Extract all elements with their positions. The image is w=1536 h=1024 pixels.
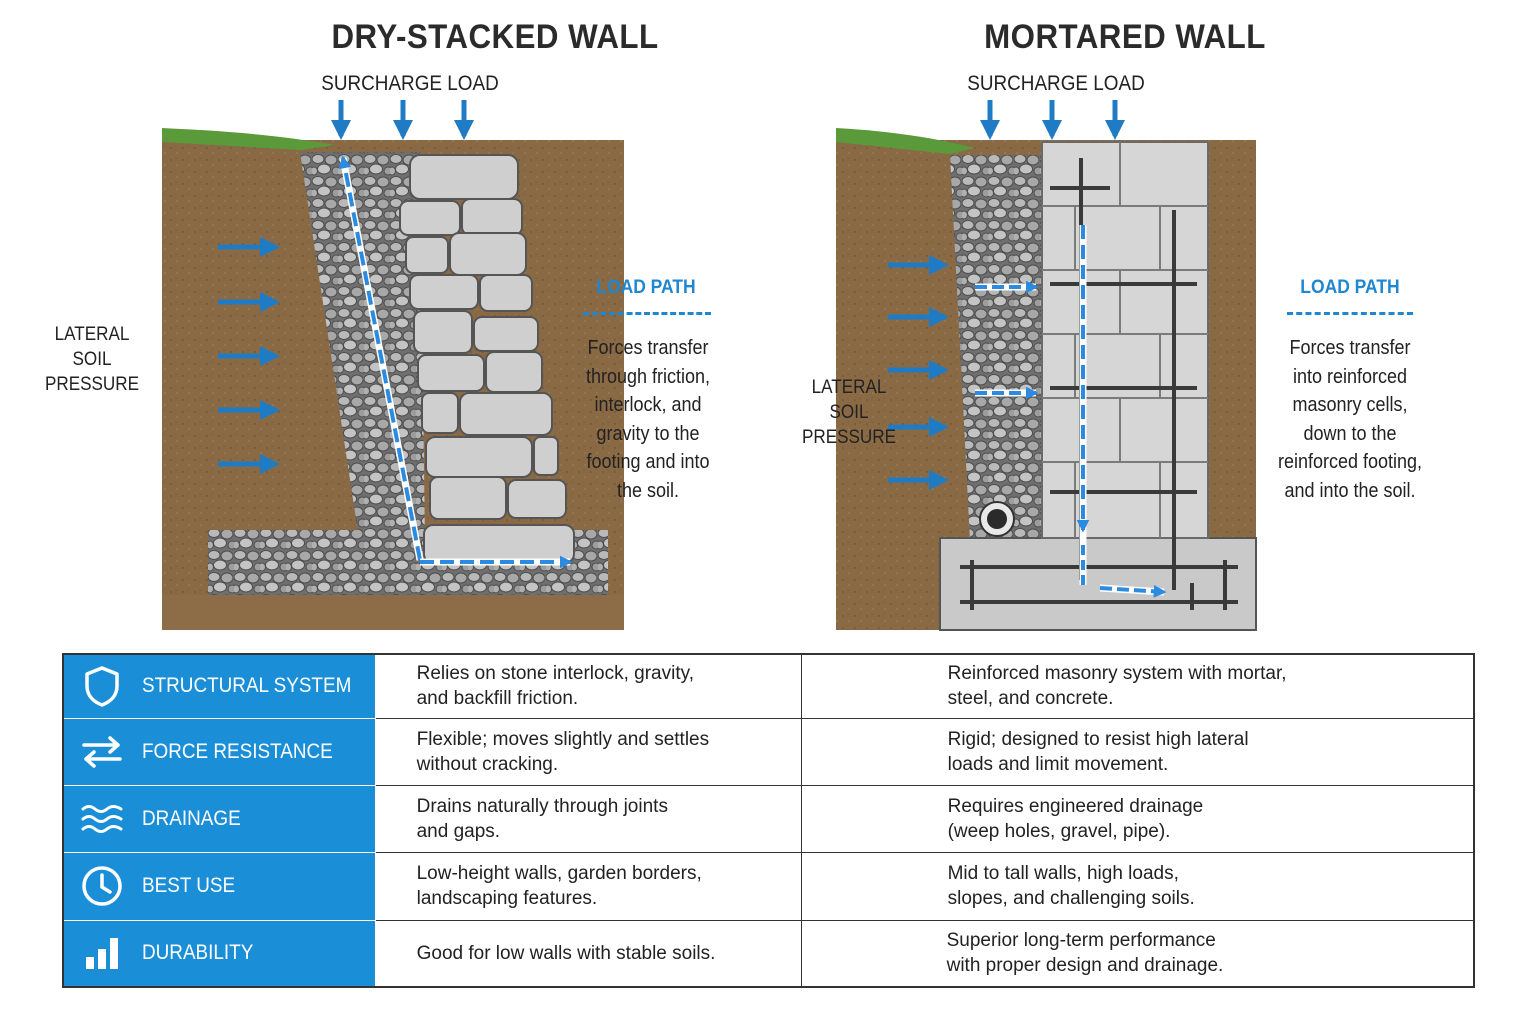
stone-blocks [399,154,575,564]
dry-stacked-title: DRY-STACKED WALL [331,18,659,56]
lateral-line-1: LATERAL [811,377,887,398]
lateral-line-1: LATERAL [54,324,130,345]
dry-stacked-wall-section [162,100,624,630]
lateral-line-2: SOIL PRESSURE [44,349,140,395]
load-path-text-left: Forces transfer through friction, interl… [569,334,727,505]
mortared-cell: Requires engineered drainage (weep holes… [800,784,1475,853]
mortared-wall-section [836,100,1257,631]
lateral-label-left: LATERAL SOIL PRESSURE [27,322,157,397]
cell-line: Rigid; designed to resist high lateral [947,728,1249,750]
lateral-pressure-arrows-left [218,237,280,474]
cell-line: slopes, and challenging soils. [947,888,1195,909]
surcharge-label-right: SURCHARGE LOAD [967,72,1145,95]
gravel-backfill-left [300,152,425,545]
cell-line: landscaping features. [416,888,598,909]
load-path-text-right: Forces transfer into reinforced masonry … [1262,334,1438,505]
load-path-divider-left [583,312,711,315]
lp-line: into reinforced [1292,365,1408,388]
lp-line: Forces transfer [1289,337,1411,359]
cell-line: Reinforced masonry system with mortar, [947,663,1287,685]
cell-line: Drains naturally through joints [416,795,668,817]
cell-line: with proper design and drainage. [946,955,1224,977]
drain-pipe [979,501,1015,537]
wall-diagrams [162,100,1257,631]
cell-line: Flexible; moves slightly and settles [416,728,710,750]
dry-cell: Relies on stone interlock, gravity, and … [374,653,802,719]
feature-cell: DURABILITY [62,919,376,988]
cell-line: and backfill friction. [416,688,579,710]
dry-cell: Drains naturally through joints and gaps… [374,784,802,853]
grass-left [162,128,335,150]
surcharge-arrows-left [331,100,474,140]
mortared-cell: Superior long-term performance with prop… [800,919,1475,988]
load-path-line-left [338,155,573,569]
waves-icon [80,797,124,841]
cell-line: and gaps. [416,820,501,842]
comparison-table: STRUCTURAL SYSTEM Relies on stone interl… [62,653,1475,988]
lp-line: through friction, [585,365,711,388]
cell-line: Mid to tall walls, high loads, [947,863,1179,884]
feature-cell: STRUCTURAL SYSTEM [62,653,376,719]
cell-line: Superior long-term performance [946,930,1216,952]
dry-cell: Flexible; moves slightly and settles wit… [374,717,802,786]
lp-line: gravity to the [596,422,700,445]
dry-cell: Good for low walls with stable soils. [374,919,802,988]
table-row: FORCE RESISTANCE Flexible; moves slightl… [62,717,1475,786]
mortared-cell: Reinforced masonry system with mortar, s… [800,653,1475,719]
cell-line: (weep holes, gravel, pipe). [947,820,1171,842]
surcharge-arrows-right [980,100,1125,140]
lp-line: masonry cells, [1292,394,1408,416]
cell-line: steel, and concrete. [947,688,1114,710]
table-row: BEST USE Low-height walls, garden border… [62,851,1475,921]
cell-line: Relies on stone interlock, gravity, [416,663,694,685]
feature-label: DRAINAGE [142,806,241,830]
table-row: DRAINAGE Drains naturally through joints… [62,784,1475,853]
cell-line: without cracking. [416,753,559,775]
mortared-cell: Mid to tall walls, high loads, slopes, a… [800,851,1475,921]
concrete-footing [939,537,1257,631]
grass-right [836,128,975,154]
load-path-divider-right [1287,312,1413,315]
load-path-line-right [975,225,1167,598]
cell-line: loads and limit movement. [947,753,1169,775]
feature-cell: DRAINAGE [62,784,376,853]
shield-icon [80,664,124,708]
mortared-title: MORTARED WALL [984,18,1266,56]
lp-line: interlock, and [594,394,702,416]
feature-label: BEST USE [142,874,236,897]
feature-cell: FORCE RESISTANCE [62,717,376,786]
gravel-backfill-right [950,155,1045,540]
lp-line: footing and into [586,451,710,473]
load-path-title-right: LOAD PATH [1300,277,1400,298]
clock-icon [80,864,124,908]
arrows-exchange-icon [80,730,124,774]
cell-line: Requires engineered drainage [947,795,1204,817]
load-path-title-left: LOAD PATH [596,277,696,298]
lp-line: down to the [1303,422,1397,445]
lp-line: and into the soil. [1284,479,1416,502]
feature-cell: BEST USE [62,851,376,921]
lp-line: Forces transfer [587,337,709,359]
lateral-line-2: SOIL PRESSURE [801,402,897,448]
lp-line: the soil. [616,479,680,502]
cell-line: Good for low walls with stable soils. [416,942,716,964]
feature-label: FORCE RESISTANCE [142,739,333,763]
cell-line: Low-height walls, garden borders, [416,863,702,884]
mortared-cell: Rigid; designed to resist high lateral l… [800,717,1475,786]
surcharge-label-left: SURCHARGE LOAD [321,72,499,95]
lateral-pressure-arrows-right [888,255,949,490]
bar-chart-icon [80,931,124,975]
cmu-block-wall [1041,141,1209,539]
feature-label: DURABILITY [142,941,254,965]
ground-left [162,595,624,630]
table-row: STRUCTURAL SYSTEM Relies on stone interl… [62,653,1475,719]
dry-cell: Low-height walls, garden borders, landsc… [374,851,802,921]
lp-line: reinforced footing, [1277,451,1423,473]
table-row: DURABILITY Good for low walls with stabl… [62,919,1475,988]
feature-label: STRUCTURAL SYSTEM [142,674,352,698]
lateral-label-right: LATERAL SOIL PRESSURE [789,375,910,450]
